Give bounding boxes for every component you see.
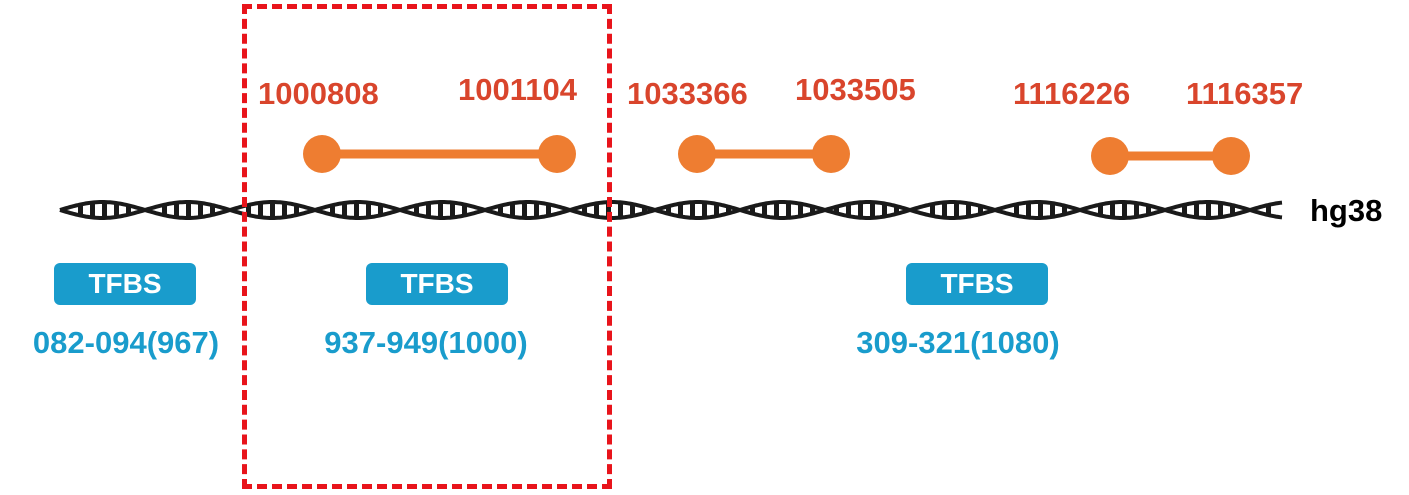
dna-rung — [1038, 202, 1043, 218]
dna-rung — [630, 203, 635, 217]
dna-rung — [786, 202, 791, 218]
region-2-start-dot — [678, 135, 716, 173]
tfbs-range-1: 082-094(967) — [32, 325, 220, 360]
dna-rung — [1218, 202, 1223, 218]
dna-rung — [1026, 202, 1031, 218]
tfbs-range-3: 309-321(1080) — [856, 325, 1060, 360]
dna-rung — [342, 202, 347, 218]
region-1-end-label: 1001104 — [458, 72, 577, 107]
dna-rung — [834, 206, 839, 214]
dna-rung — [522, 202, 527, 218]
dna-rung — [798, 203, 803, 217]
dna-rung — [78, 204, 83, 216]
dna-rung — [1014, 204, 1019, 216]
tfbs-range-2: 937-949(1000) — [324, 325, 528, 360]
dna-rung — [330, 205, 335, 215]
dna-rung — [1146, 205, 1151, 215]
dna-rung — [462, 204, 467, 216]
dna-rung — [582, 206, 587, 214]
dna-rung — [1098, 204, 1103, 216]
dna-rung — [930, 204, 935, 216]
region-3-start-dot — [1091, 137, 1129, 175]
dna-rung — [1122, 202, 1127, 218]
dna-rung — [942, 202, 947, 218]
dna-rung — [618, 202, 623, 218]
dna-rung — [174, 202, 179, 218]
dna-rung — [882, 203, 887, 217]
dna-rung — [498, 205, 503, 215]
dna-rung — [666, 206, 671, 214]
dna-rung — [810, 206, 815, 214]
dna-rung — [774, 202, 779, 218]
dna-rung — [534, 202, 539, 218]
dna-rung — [750, 206, 755, 214]
dna-rung — [978, 205, 983, 215]
dna-rung — [1182, 204, 1187, 216]
region-3-start-label: 1116226 — [1013, 76, 1131, 111]
dna-rung — [450, 202, 455, 218]
dna-rung — [114, 202, 119, 218]
dna-rung — [1062, 205, 1067, 215]
dna-rung — [198, 202, 203, 218]
dna-rung — [1230, 205, 1235, 215]
region-2-end-label: 1033505 — [795, 72, 916, 107]
dna-rung — [702, 202, 707, 218]
assembly-label: hg38 — [1310, 193, 1383, 228]
dna-rung — [894, 206, 899, 214]
dna-rung — [510, 203, 515, 217]
tfbs-badge-3: TFBS — [906, 263, 1048, 305]
dna-rung — [846, 203, 851, 217]
dna-strand-b — [59, 200, 1283, 220]
dna-rung — [282, 202, 287, 218]
dna-rung — [270, 202, 275, 218]
dna-rung — [186, 202, 191, 218]
dna-rung — [162, 204, 167, 216]
dna-rung — [366, 202, 371, 218]
dna-rung — [546, 204, 551, 216]
dna-rung — [594, 203, 599, 217]
dna-rung — [378, 204, 383, 216]
dna-rung — [714, 203, 719, 217]
highlight-box — [242, 4, 612, 489]
dna-rung — [246, 205, 251, 215]
dna-rung — [954, 202, 959, 218]
tfbs-badge-1: TFBS — [54, 263, 196, 305]
dna-rung — [1110, 202, 1115, 218]
region-1-start-label: 1000808 — [258, 76, 379, 111]
dna-rung — [258, 202, 263, 218]
region-2-end-dot — [812, 135, 850, 173]
dna-rung — [1050, 203, 1055, 217]
region-1-start-dot — [303, 135, 341, 173]
dna-rung — [870, 202, 875, 218]
dna-rung — [90, 202, 95, 218]
dna-rung — [678, 203, 683, 217]
dna-rung — [210, 205, 215, 215]
region-2-start-label: 1033366 — [627, 76, 748, 111]
dna-rung — [1206, 202, 1211, 218]
region-3-end-dot — [1212, 137, 1250, 175]
dna-rung — [762, 203, 767, 217]
dna-rung — [1266, 205, 1271, 215]
dna-rung — [354, 202, 359, 218]
dna-rung — [1134, 202, 1139, 218]
dna-rung — [966, 203, 971, 217]
dna-rung — [642, 206, 647, 214]
dna-rung — [126, 205, 131, 215]
region-1-end-dot — [538, 135, 576, 173]
region-3-end-label: 1116357 — [1186, 76, 1304, 111]
dna-rung — [294, 204, 299, 216]
dna-rung — [414, 205, 419, 215]
dna-rung — [426, 203, 431, 217]
tfbs-badge-2: TFBS — [366, 263, 508, 305]
dna-rung — [102, 202, 107, 218]
dna-rung — [438, 202, 443, 218]
dna-rung — [690, 202, 695, 218]
dna-rung — [726, 206, 731, 214]
dna-rung — [1194, 202, 1199, 218]
dna-rung — [858, 202, 863, 218]
